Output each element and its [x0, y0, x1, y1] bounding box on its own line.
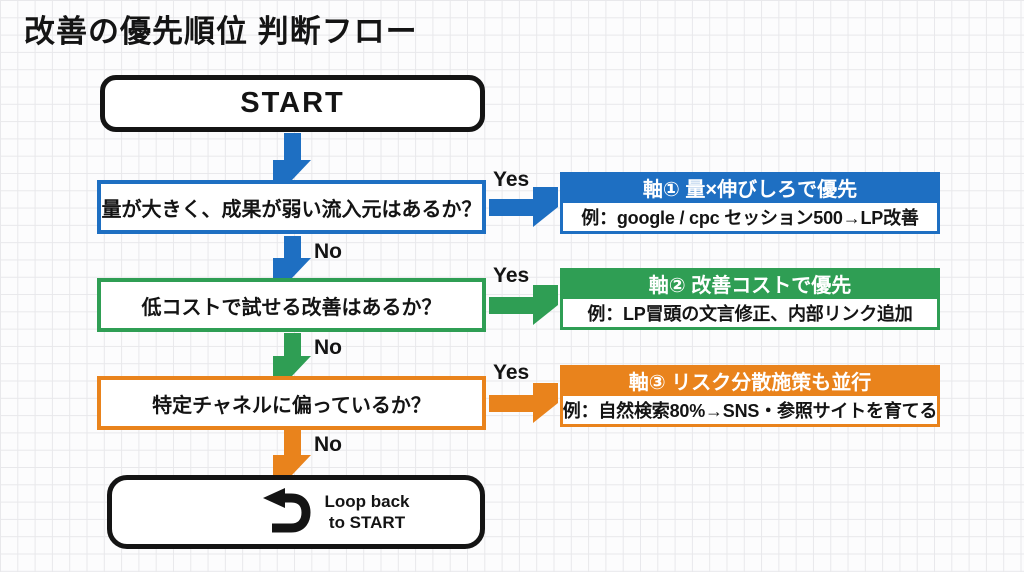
- arrow-shaft: [489, 394, 533, 412]
- no-label-3: No: [314, 433, 342, 456]
- result-1-example: 例：google / cpc セッション500→LP改善: [560, 203, 940, 234]
- arrow-question-2-yes: [489, 285, 558, 325]
- result-2-header: 軸② 改善コストで優先: [560, 268, 940, 299]
- result-3-box: 軸③ リスク分散施策も並行 例：自然検索80%→SNS・参照サイトを育てる: [560, 365, 940, 427]
- result-1-box: 軸① 量×伸びしろで優先 例：google / cpc セッション500→LP改…: [560, 172, 940, 234]
- arrow-right-head-icon: [533, 383, 558, 423]
- result-1-header: 軸① 量×伸びしろで優先: [560, 172, 940, 203]
- question-2-box: 低コストで試せる改善はあるか？: [97, 278, 486, 332]
- arrow-shaft: [283, 430, 301, 455]
- yes-label-1: Yes: [493, 168, 530, 191]
- start-label: START: [240, 87, 345, 119]
- loop-label: Loop back to START: [324, 491, 409, 534]
- question-1-box: 量が大きく、成果が弱い流入元はあるか？: [97, 180, 486, 234]
- arrow-question-1-no: [273, 236, 311, 278]
- result-2-example: 例：LP冒頭の文言修正、内部リンク追加: [560, 299, 940, 330]
- arrow-start-to-question-1: [273, 133, 311, 180]
- arrow-shaft: [489, 198, 533, 216]
- yes-label-2: Yes: [493, 264, 530, 287]
- yes-label-3: Yes: [493, 361, 530, 384]
- page-title: 改善の優先順位 判断フロー: [24, 14, 418, 49]
- result-3-example: 例：自然検索80%→SNS・参照サイトを育てる: [560, 396, 940, 427]
- arrow-question-3-no: [273, 430, 311, 475]
- arrow-question-3-yes: [489, 383, 558, 423]
- question-2-text: 低コストで試せる改善はあるか？: [141, 296, 442, 319]
- loop-back-arrow-icon: [258, 488, 312, 536]
- loop-content: Loop back to START: [258, 488, 410, 536]
- question-1-text: 量が大きく、成果が弱い流入元はあるか？: [101, 198, 482, 221]
- result-3-header: 軸③ リスク分散施策も並行: [560, 365, 940, 396]
- arrow-down-head-icon: [273, 356, 311, 376]
- arrow-right-head-icon: [533, 285, 558, 325]
- arrow-shaft: [283, 333, 301, 356]
- question-3-text: 特定チャネルに偏っているか？: [152, 394, 431, 417]
- no-label-2: No: [314, 336, 342, 359]
- loop-node: Loop back to START: [107, 475, 485, 549]
- arrow-shaft: [283, 133, 301, 160]
- no-label-1: No: [314, 240, 342, 263]
- loop-label-line2: to START: [328, 513, 406, 532]
- loop-label-line1: Loop back: [324, 491, 410, 511]
- arrow-down-head-icon: [273, 455, 311, 475]
- arrow-shaft: [489, 296, 533, 314]
- result-2-box: 軸② 改善コストで優先 例：LP冒頭の文言修正、内部リンク追加: [560, 268, 940, 330]
- arrow-question-2-no: [273, 333, 311, 376]
- start-node: START: [100, 75, 485, 132]
- arrow-question-1-yes: [489, 187, 558, 227]
- arrow-down-head-icon: [273, 160, 311, 180]
- question-3-box: 特定チャネルに偏っているか？: [97, 376, 486, 430]
- arrow-down-head-icon: [273, 258, 311, 278]
- arrow-right-head-icon: [533, 187, 558, 227]
- arrow-shaft: [283, 236, 301, 258]
